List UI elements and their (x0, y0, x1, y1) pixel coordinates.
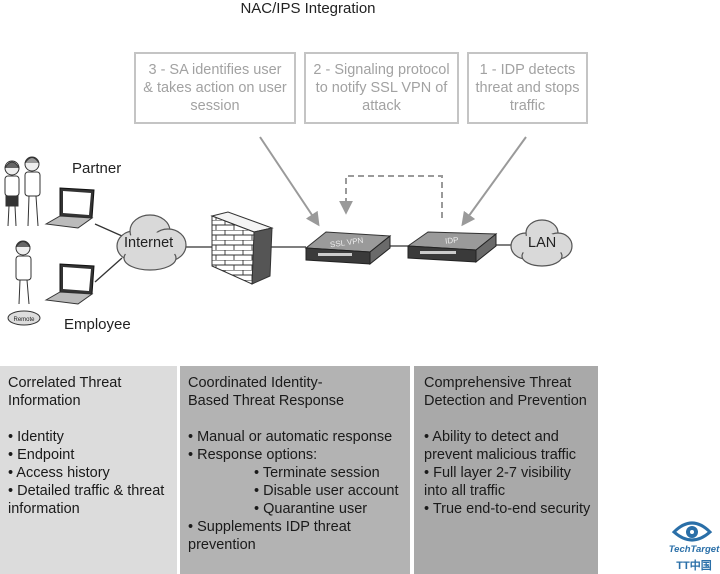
list-sub-item: • Disable user account (254, 483, 399, 499)
list-item: information (8, 501, 80, 517)
panel-heading: Correlated Threat Information (8, 374, 169, 410)
list-item: • Ability to detect and (424, 429, 559, 445)
ssl-vpn-appliance-icon (304, 231, 392, 266)
arrow-step1 (461, 136, 527, 227)
list-item: • Response options: (188, 447, 318, 463)
step-line: session (190, 98, 240, 114)
panel-coordinated-response: Coordinated Identity- Based Threat Respo… (180, 366, 410, 574)
heading-line: Coordinated Identity- (188, 375, 323, 391)
list-item: prevent malicious traffic (424, 447, 577, 463)
list-item: • Manual or automatic response (188, 429, 393, 445)
heading-line: Correlated Threat (8, 375, 122, 391)
arrow-signal-dashed (339, 175, 443, 218)
logo-ttchina-text: TT中国 (676, 560, 712, 572)
heading-line: Detection and Prevention (424, 393, 587, 409)
heading-line: Comprehensive Threat (424, 375, 572, 391)
panel-correlated-threat: Correlated Threat Information • Identity… (0, 366, 177, 574)
list-item: • True end-to-end security (424, 501, 591, 517)
link-employee-internet (94, 257, 123, 283)
heading-line: Based Threat Response (188, 393, 345, 409)
list-item: • Identity (8, 429, 64, 445)
list-item: into all traffic (424, 483, 506, 499)
step-line: to notify SSL VPN of (315, 80, 448, 96)
idp-label: IDP (445, 235, 459, 245)
remote-badge-label: Remote (13, 317, 35, 323)
step-2-box: 2 - Signaling protocol to notify SSL VPN… (304, 52, 459, 124)
link-partner-internet (94, 223, 123, 237)
step-3-box: 3 - SA identifies user & takes action on… (134, 52, 296, 124)
step-line: 2 - Signaling protocol (313, 62, 450, 78)
step-line: & takes action on user (143, 80, 287, 96)
heading-line: Information (8, 393, 81, 409)
step-line: attack (362, 98, 401, 114)
employee-label: Employee (64, 316, 131, 333)
list-sub-item: • Quarantine user (254, 501, 368, 517)
idp-appliance-icon (406, 231, 498, 264)
list-item: • Access history (8, 465, 110, 481)
lan-label: LAN (528, 235, 557, 251)
list-sub-item: • Terminate session (254, 465, 380, 481)
step-line: 3 - SA identifies user (148, 62, 282, 78)
step-line: 1 - IDP detects (479, 62, 576, 78)
firewall-icon (210, 211, 274, 285)
panel-heading: Coordinated Identity- Based Threat Respo… (188, 374, 402, 410)
list-item: • Full layer 2-7 visibility (424, 465, 571, 481)
arrow-step3 (259, 136, 320, 227)
techtarget-eye-icon (671, 521, 713, 542)
step-1-box: 1 - IDP detects threat and stops traffic (467, 52, 588, 124)
logo-techtarget-text: TechTarget (668, 544, 720, 555)
step-line: threat and stops (475, 80, 580, 96)
remote-employee-icon (7, 240, 41, 326)
step-line: traffic (509, 98, 546, 114)
partner-label: Partner (72, 160, 122, 177)
partner-laptop-icon (44, 187, 95, 229)
panel-heading: Comprehensive Threat Detection and Preve… (424, 374, 590, 410)
panel-comprehensive-detection: Comprehensive Threat Detection and Preve… (414, 366, 598, 574)
list-item: • Endpoint (8, 447, 75, 463)
diagram-title: NAC/IPS Integration (240, 0, 376, 17)
list-item: prevention (188, 537, 256, 553)
list-item: • Detailed traffic & threat (8, 483, 165, 499)
list-item: • Supplements IDP threat (188, 519, 351, 535)
partner-people-icon (4, 156, 41, 227)
internet-label: Internet (124, 235, 174, 251)
employee-laptop-icon (44, 263, 95, 305)
